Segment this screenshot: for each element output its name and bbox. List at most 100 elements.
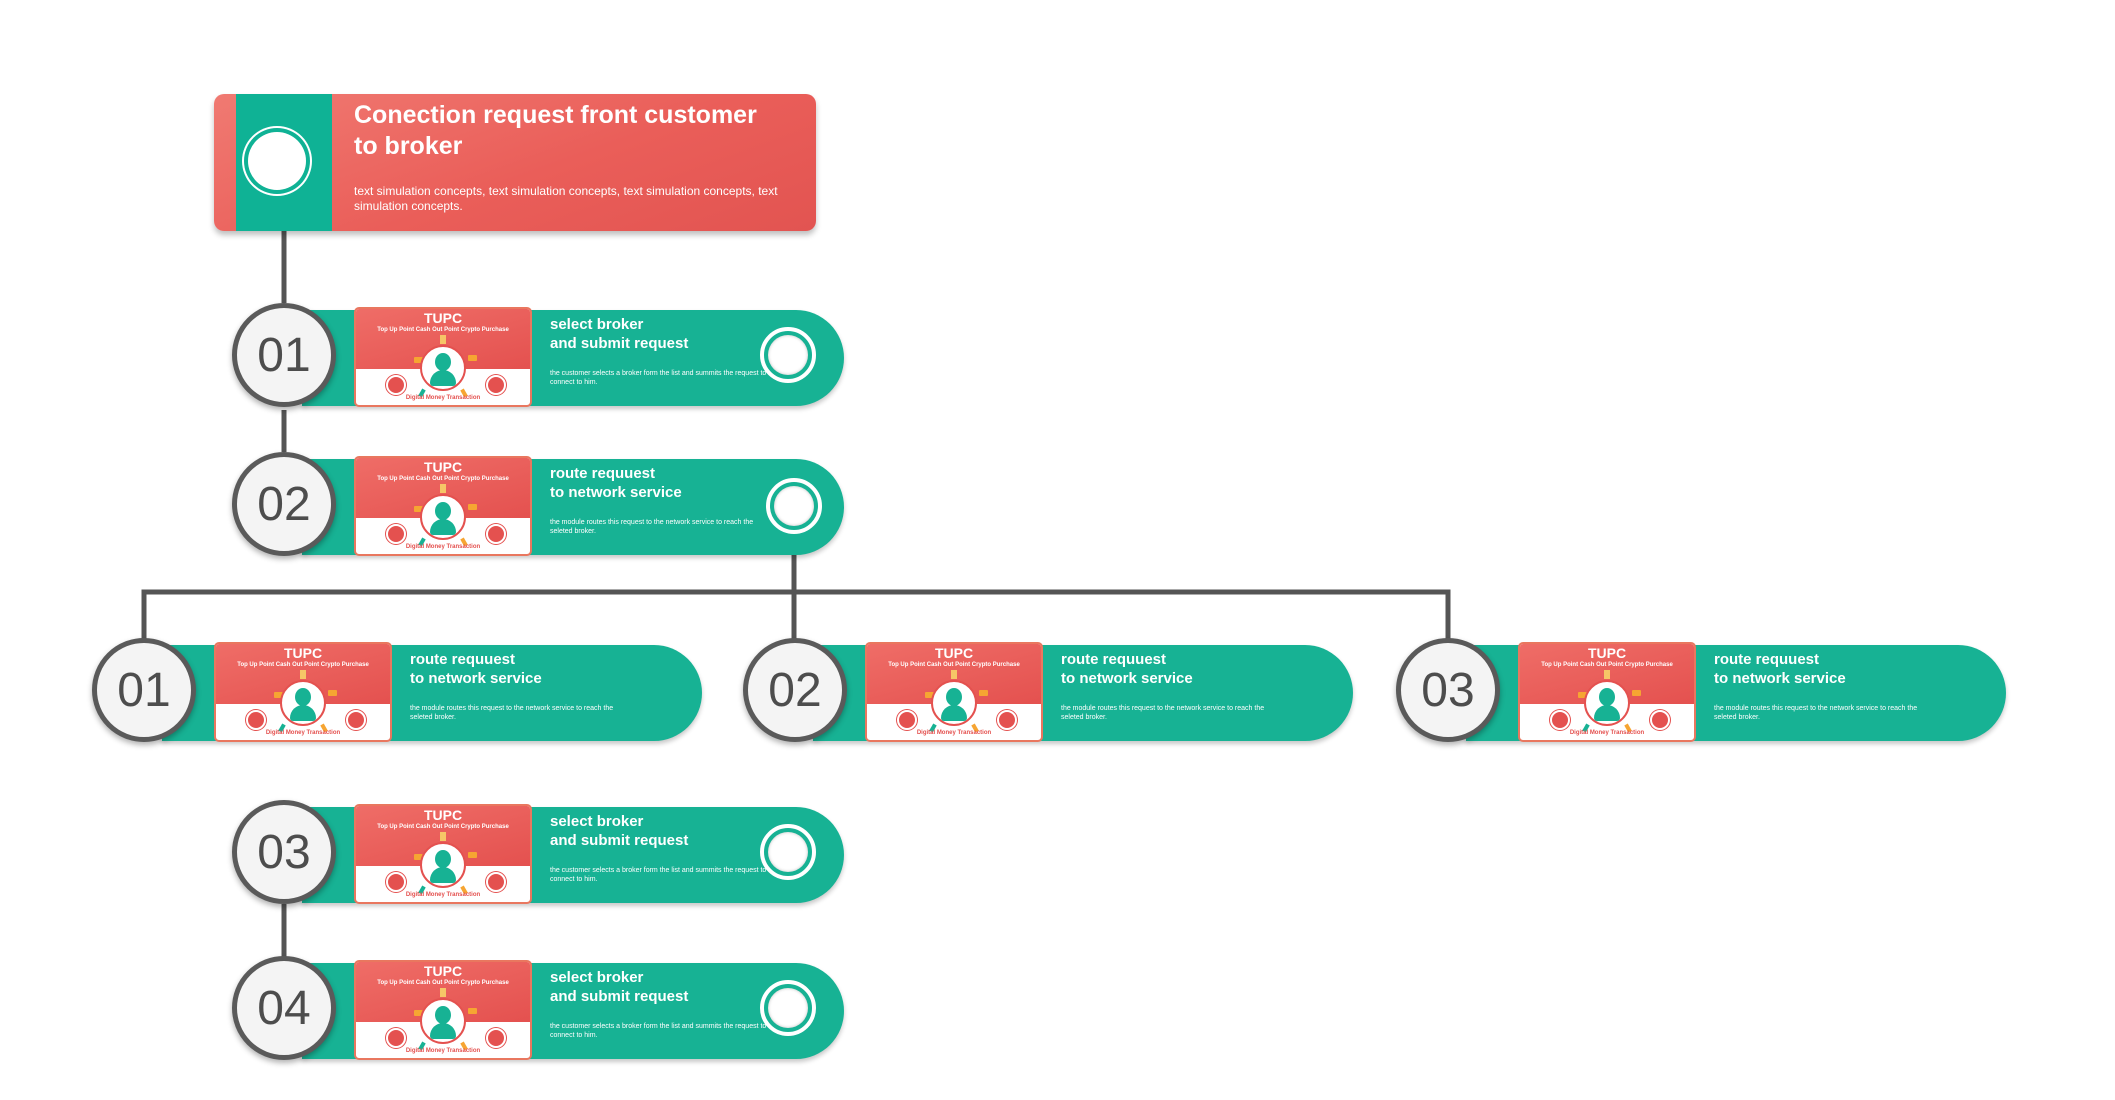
thumbnail-footer: Digital Money Transaction xyxy=(265,730,341,736)
thumbnail-title: TUPC xyxy=(934,645,974,661)
step-title-line: and submit request xyxy=(550,988,689,1005)
card-icon xyxy=(979,690,988,696)
avatar-icon xyxy=(420,842,466,888)
step-title-line: route requuest xyxy=(1061,651,1167,668)
thumbnail-title: TUPC xyxy=(423,459,463,475)
step-number: 01 xyxy=(92,638,196,742)
coin-icon xyxy=(346,710,366,730)
step-node-circle xyxy=(760,980,816,1036)
step-title-line: route requuest xyxy=(550,465,656,482)
bank-icon xyxy=(386,1028,406,1048)
step-number: 02 xyxy=(743,638,847,742)
card-icon xyxy=(414,506,423,512)
card-icon xyxy=(414,1010,423,1016)
thumbnail-title: TUPC xyxy=(1587,645,1627,661)
card-icon xyxy=(468,504,477,510)
thumbnail-title: TUPC xyxy=(423,310,463,326)
bank-icon xyxy=(246,710,266,730)
thumbnail-subtitle: Top Up Point Cash Out Point Crypto Purch… xyxy=(377,476,509,482)
step-title-line: to network service xyxy=(550,484,682,501)
step-node-circle xyxy=(760,327,816,383)
phone-icon xyxy=(440,988,446,997)
step-title: route requuest to network service xyxy=(550,464,810,502)
step-title: select broker and submit request xyxy=(550,315,810,353)
step-title-line: select broker xyxy=(550,813,644,830)
avatar-icon xyxy=(420,345,466,391)
header-node-circle xyxy=(248,132,306,190)
card-icon xyxy=(274,692,283,698)
step-title-line: to network service xyxy=(1061,670,1193,687)
thumbnail-subtitle: Top Up Point Cash Out Point Crypto Purch… xyxy=(377,327,509,333)
phone-icon xyxy=(440,335,446,344)
card-icon xyxy=(414,854,423,860)
step-title-line: route requuest xyxy=(1714,651,1820,668)
step-title-line: route requuest xyxy=(410,651,516,668)
bank-icon xyxy=(386,524,406,544)
card-icon xyxy=(1578,692,1587,698)
thumbnail-footer: Digital Money Transaction xyxy=(916,730,992,736)
step-title-line: to network service xyxy=(410,670,542,687)
step-description: the customer selects a broker form the l… xyxy=(550,1023,767,1039)
avatar-icon xyxy=(280,680,326,726)
avatar-icon xyxy=(1584,680,1630,726)
header-card: Conection request front customer to brok… xyxy=(214,94,816,231)
phone-icon xyxy=(951,670,957,679)
thumbnail-title: TUPC xyxy=(423,963,463,979)
step-description: the module routes this request to the ne… xyxy=(410,705,614,721)
step-title-line: select broker xyxy=(550,316,644,333)
bank-icon xyxy=(897,710,917,730)
step-description: the customer selects a broker form the l… xyxy=(550,370,767,386)
step-number: 04 xyxy=(232,956,336,1060)
step-number: 02 xyxy=(232,452,336,556)
coin-icon xyxy=(486,524,506,544)
step-description: the customer selects a broker form the l… xyxy=(550,867,767,883)
thumbnail-subtitle: Top Up Point Cash Out Point Crypto Purch… xyxy=(237,662,369,668)
thumbnail-footer: Digital Money Transaction xyxy=(405,544,481,550)
card-icon xyxy=(925,692,934,698)
phone-icon xyxy=(440,484,446,493)
coin-icon xyxy=(486,1028,506,1048)
step-title-line: and submit request xyxy=(550,335,689,352)
bank-icon xyxy=(1550,710,1570,730)
card-icon xyxy=(328,690,337,696)
thumbnail-footer: Digital Money Transaction xyxy=(1569,730,1645,736)
bank-icon xyxy=(386,872,406,892)
phone-icon xyxy=(300,670,306,679)
coin-icon xyxy=(486,872,506,892)
step-number: 03 xyxy=(1396,638,1500,742)
step-title: route requuest to network service xyxy=(410,650,670,688)
step-description: the module routes this request to the ne… xyxy=(550,519,754,535)
coin-icon xyxy=(486,375,506,395)
header-description: text simulation concepts, text simulatio… xyxy=(354,184,778,213)
header-title: Conection request front customer to brok… xyxy=(354,101,757,160)
card-icon xyxy=(468,852,477,858)
thumbnail-subtitle: Top Up Point Cash Out Point Crypto Purch… xyxy=(377,824,509,830)
card-icon xyxy=(468,1008,477,1014)
thumbnail-title: TUPC xyxy=(283,645,323,661)
avatar-icon xyxy=(420,998,466,1044)
avatar-icon xyxy=(931,680,977,726)
thumbnail-title: TUPC xyxy=(423,807,463,823)
step-title: route requuest to network service xyxy=(1061,650,1321,688)
step-number: 01 xyxy=(232,303,336,407)
step-title-line: to network service xyxy=(1714,670,1846,687)
thumbnail-footer: Digital Money Transaction xyxy=(405,395,481,401)
thumbnail-subtitle: Top Up Point Cash Out Point Crypto Purch… xyxy=(888,662,1020,668)
coin-icon xyxy=(997,710,1017,730)
card-icon xyxy=(1632,690,1641,696)
phone-icon xyxy=(1604,670,1610,679)
step-title-line: select broker xyxy=(550,969,644,986)
step-number: 03 xyxy=(232,800,336,904)
phone-icon xyxy=(440,832,446,841)
thumbnail-subtitle: Top Up Point Cash Out Point Crypto Purch… xyxy=(1541,662,1673,668)
thumbnail-subtitle: Top Up Point Cash Out Point Crypto Purch… xyxy=(377,980,509,986)
avatar-icon xyxy=(420,494,466,540)
step-title: route requuest to network service xyxy=(1714,650,1974,688)
